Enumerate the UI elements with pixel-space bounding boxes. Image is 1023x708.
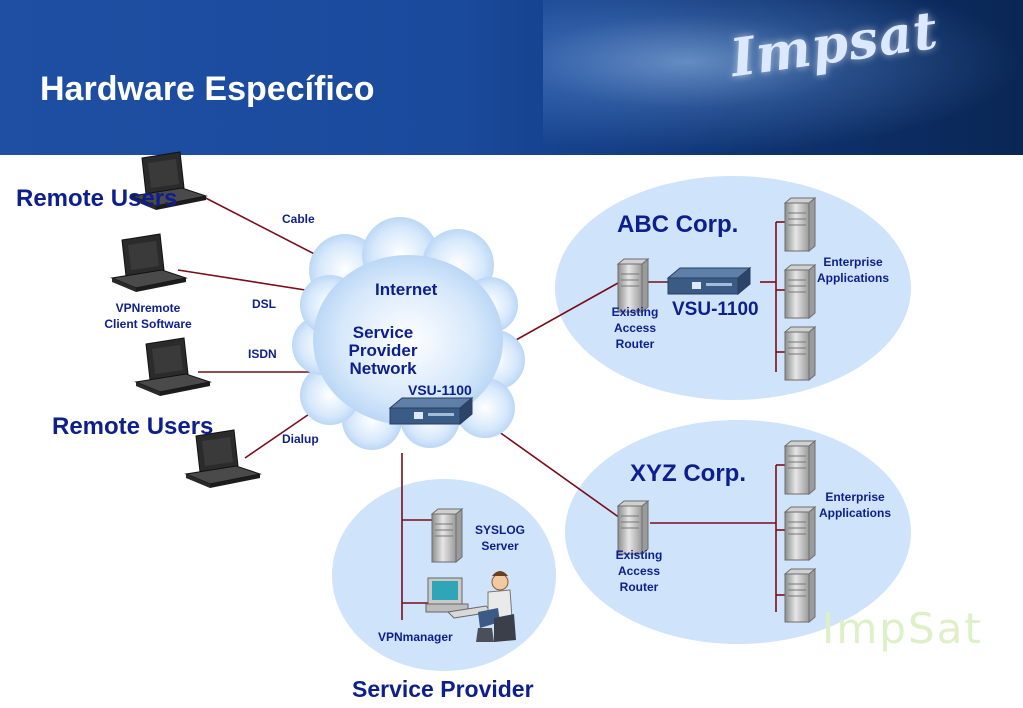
impsat-watermark: ImpSat (822, 604, 983, 653)
vsu-device-icon (667, 267, 751, 295)
server-icon (784, 326, 816, 381)
syslog-server-label: SYSLOG Server (474, 523, 525, 553)
abc-router-label: Existing Access Router (611, 305, 659, 351)
syslog-server-icon (431, 508, 463, 563)
access-links (177, 192, 785, 620)
server-icon (784, 506, 816, 561)
client-software-label: VPNremote Client Software (104, 301, 192, 331)
service-provider-network-label: Service Provider Network (348, 323, 418, 378)
abc-corp-title: ABC Corp. (617, 211, 739, 238)
xyz-router-label: Existing Access Router (615, 548, 663, 594)
abc-vsu-label: VSU-1100 (672, 299, 759, 320)
server-icon (784, 440, 816, 495)
internet-label: Internet (375, 280, 438, 299)
page-title: Hardware Específico (40, 70, 375, 108)
dialup-link-label: Dialup (282, 432, 319, 446)
header-glow (543, 0, 1023, 155)
abc-apps-label: Enterprise Applications (816, 255, 889, 285)
header-banner: Impsat (0, 0, 1023, 155)
server-icon (784, 568, 816, 623)
vsu-device-icon (389, 397, 473, 425)
remote-users-top-label: Remote Users (16, 185, 178, 212)
vpnmanager-label: VPNmanager (378, 630, 453, 644)
laptop-icon (111, 233, 187, 293)
laptop-icon (135, 337, 211, 397)
remote-users-bottom-label: Remote Users (52, 413, 214, 440)
workstation-operator-icon (425, 571, 516, 642)
dsl-link-label: DSL (252, 297, 276, 311)
xyz-apps-label: Enterprise Applications (818, 490, 891, 520)
cloud-vsu-label: VSU-1100 (408, 382, 472, 398)
isdn-link-label: ISDN (248, 347, 277, 361)
server-icon (784, 197, 816, 252)
xyz-corp-title: XYZ Corp. (630, 460, 747, 487)
cable-link-label: Cable (282, 212, 315, 226)
xyz-corp-area (565, 420, 911, 644)
service-provider-title: Service Provider (352, 676, 534, 702)
